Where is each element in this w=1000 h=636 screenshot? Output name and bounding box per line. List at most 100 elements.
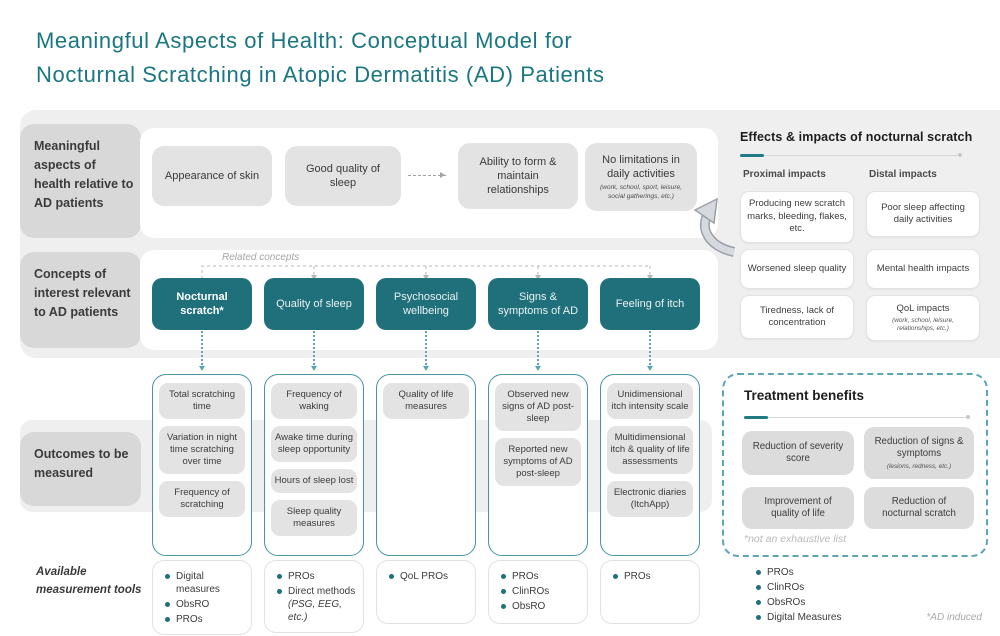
bullet-dot-icon <box>501 604 506 609</box>
outcomes-column-psychosocial-wellbeing: Quality of life measures <box>376 374 476 556</box>
outcome-item: Reported new symptoms of AD post-sleep <box>495 438 581 486</box>
bullet-dot-icon <box>613 574 618 579</box>
outcome-item: Quality of life measures <box>383 383 469 419</box>
tool-bullet: ObsRO <box>497 600 584 613</box>
bullet-dot-icon <box>277 574 282 579</box>
aspect-subtext: (work, school, sport, leisure, social ga… <box>599 184 683 200</box>
impact-text: Mental health impacts <box>876 262 970 274</box>
bullet-dot-icon <box>756 585 761 590</box>
concept-box-psychosocial-wellbeing: Psychosocial wellbeing <box>376 278 476 330</box>
tool-text: ClinROs <box>767 582 805 593</box>
impact-text: QoL impacts <box>896 302 950 314</box>
benefit-text: Improvement of quality of life <box>764 495 832 520</box>
row-label-meaningful-aspects: Meaningful aspects of health relative to… <box>20 124 141 238</box>
concept-box-signs-symptoms: Signs & symptoms of AD <box>488 278 588 330</box>
tool-text: PROs <box>624 571 651 582</box>
tool-bullet: Direct methods (PSG, EEG, etc.) <box>273 585 360 624</box>
tool-text: Direct methods <box>288 586 356 597</box>
bullet-dot-icon <box>501 589 506 594</box>
aspect-box-no-limitations: No limitations in daily activities (work… <box>585 143 697 211</box>
benefit-text: Reduction of severity score <box>752 440 844 465</box>
tool-text: PROs <box>288 571 315 582</box>
row-label-concepts-of-interest: Concepts of interest relevant to AD pati… <box>20 252 141 348</box>
rule-line <box>764 154 958 156</box>
tool-text: PROs <box>176 614 203 625</box>
outcomes-column-nocturnal-scratch: Total scratching time Variation in night… <box>152 374 252 556</box>
treatment-benefit-box: Reduction of nocturnal scratch <box>864 487 974 529</box>
rule-end-dot <box>966 415 970 419</box>
benefit-text: Reduction of signs & symptoms <box>874 435 964 460</box>
bullet-dot-icon <box>277 589 282 594</box>
tool-text: ClinROs <box>512 586 550 597</box>
tool-subtext: (PSG, EEG, etc.) <box>288 599 342 623</box>
outcome-item: Frequency of waking <box>271 383 357 419</box>
outcome-item: Electronic diaries (ItchApp) <box>607 481 693 517</box>
bullet-dot-icon <box>501 574 506 579</box>
impact-text: Tiredness, lack of concentration <box>759 304 835 329</box>
aspect-box-good-quality-of-sleep: Good quality of sleep <box>285 146 401 206</box>
treatment-tools-bullets: PROs ClinROs ObsROs Digital Measures <box>752 566 841 626</box>
distal-impact-box: Poor sleep affecting daily activities <box>866 191 980 237</box>
tools-box-signs-symptoms: PROs ClinROs ObsRO <box>488 560 588 624</box>
aspect-text: Good quality of sleep <box>306 163 380 189</box>
ad-induced-footnote: *AD induced <box>926 612 982 623</box>
tools-row-label: Available measurement tools <box>36 566 142 596</box>
impact-text: Worsened sleep quality <box>747 262 847 274</box>
distal-impact-box: Mental health impacts <box>866 249 980 289</box>
tool-text: ObsROs <box>767 597 806 608</box>
outcome-item: Hours of sleep lost <box>271 469 357 493</box>
page-title: Meaningful Aspects of Health: Conceptual… <box>36 24 605 92</box>
bullet-dot-icon <box>756 615 761 620</box>
impact-text: Producing new scratch marks, bleeding, f… <box>747 198 847 235</box>
proximal-impact-box: Tiredness, lack of concentration <box>740 295 854 339</box>
treatment-title-rule <box>744 415 970 419</box>
concept-to-outcome-connector <box>311 331 317 371</box>
outcome-item: Multidimensional itch & quality of life … <box>607 426 693 474</box>
dashed-right-arrow-icon <box>408 172 446 178</box>
concept-box-nocturnal-scratch: Nocturnal scratch* <box>152 278 252 330</box>
tool-text: ObsRO <box>176 599 210 610</box>
outcome-item: Unidimensional itch intensity scale <box>607 383 693 419</box>
concept-to-outcome-connector <box>647 331 653 371</box>
concept-box-feeling-of-itch: Feeling of itch <box>600 278 700 330</box>
outcome-item: Total scratching time <box>159 383 245 419</box>
proximal-impacts-header: Proximal impacts <box>743 169 826 180</box>
tool-bullet: Digital measures <box>161 570 248 596</box>
tool-bullet: ObsROs <box>752 596 841 609</box>
outcome-item: Observed new signs of AD post-sleep <box>495 383 581 431</box>
concept-to-outcome-connector <box>423 331 429 371</box>
aspect-text: No limitations in daily activities <box>602 154 680 180</box>
tools-box-quality-of-sleep: PROs Direct methods (PSG, EEG, etc.) <box>264 560 364 633</box>
impact-subtext: (work, school, leisure, relationships, e… <box>892 317 954 333</box>
tools-box-feeling-of-itch: PROs <box>600 560 700 624</box>
tool-bullet: ClinROs <box>752 581 841 594</box>
outcome-item: Sleep quality measures <box>271 500 357 536</box>
benefit-text: Reduction of nocturnal scratch <box>882 495 956 520</box>
meaningful-aspects-panel: Appearance of skin Good quality of sleep… <box>140 128 718 238</box>
impact-text: Poor sleep affecting daily activities <box>881 201 965 226</box>
outcomes-column-feeling-of-itch: Unidimensional itch intensity scale Mult… <box>600 374 700 556</box>
tool-bullet: Digital Measures <box>752 611 841 624</box>
proximal-impact-box: Producing new scratch marks, bleeding, f… <box>740 191 854 243</box>
tool-bullet: ObsRO <box>161 598 248 611</box>
outcome-item: Frequency of scratching <box>159 481 245 517</box>
concept-to-outcome-connector <box>199 331 205 371</box>
tools-box-psychosocial-wellbeing: QoL PROs <box>376 560 476 624</box>
bullet-dot-icon <box>389 574 394 579</box>
treatment-benefits-title: Treatment benefits <box>744 388 865 403</box>
concept-to-outcome-connector <box>535 331 541 371</box>
effects-title-rule <box>740 153 962 157</box>
rule-teal-segment <box>740 153 764 157</box>
page-title-line2: Nocturnal Scratching in Atopic Dermatiti… <box>36 62 605 87</box>
concepts-panel: Related concepts Nocturnal scratch* Qual… <box>140 250 718 350</box>
outcome-item: Awake time during sleep opportunity <box>271 426 357 462</box>
distal-impact-box: QoL impacts (work, school, leisure, rela… <box>866 295 980 341</box>
related-concepts-label: Related concepts <box>222 252 300 263</box>
tool-text: PROs <box>767 567 794 578</box>
loop-back-arrow-icon <box>693 197 736 257</box>
bullet-dot-icon <box>165 617 170 622</box>
tool-text: PROs <box>512 571 539 582</box>
tool-bullet: ClinROs <box>497 585 584 598</box>
page-title-line1: Meaningful Aspects of Health: Conceptual… <box>36 28 573 53</box>
tool-bullet: PROs <box>497 570 584 583</box>
